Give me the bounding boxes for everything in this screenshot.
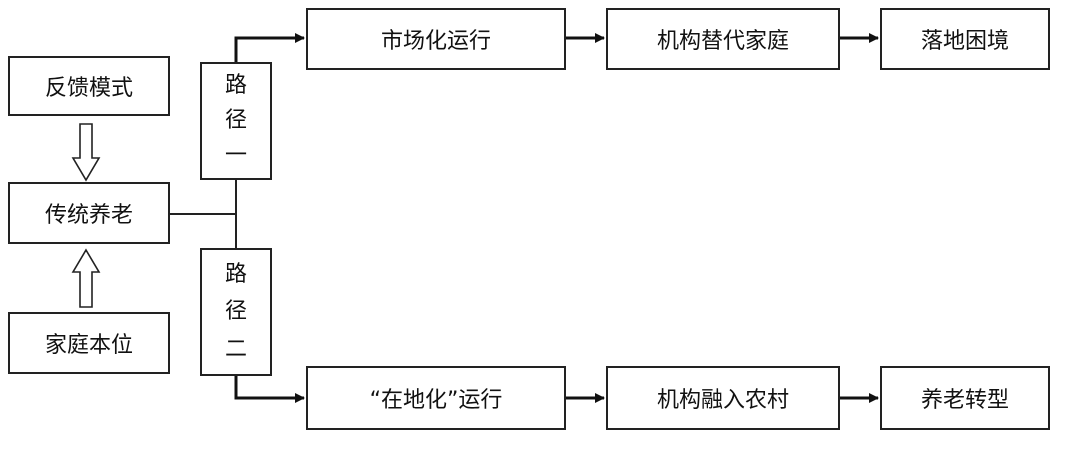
- path2-step-3-box: 养老转型: [880, 366, 1050, 430]
- path1-step-1-box: 市场化运行: [306, 8, 566, 70]
- path1-branch-arrow: [234, 33, 305, 62]
- family-based-box: 家庭本位: [8, 312, 170, 374]
- feedback-mode-box: 反馈模式: [8, 56, 170, 116]
- path1-label-box: 路 径 一: [200, 62, 272, 180]
- path2-char-3: 二: [224, 336, 247, 362]
- path1-step-3-box: 落地困境: [880, 8, 1050, 70]
- path2-char-2: 径: [224, 299, 247, 324]
- path1-char-2: 径: [224, 108, 247, 133]
- path1-char-1: 路: [224, 73, 247, 98]
- path2-label-box: 路 径 二: [200, 248, 272, 376]
- path1-step-2-box: 机构替代家庭: [606, 8, 840, 70]
- path2-char-1: 路: [224, 261, 247, 287]
- path1-char-3: 一: [224, 143, 247, 168]
- hollow-arrow-down: [71, 123, 101, 182]
- path2-step-1-box: “在地化”运行: [306, 366, 566, 430]
- traditional-care-box: 传统养老: [8, 182, 170, 244]
- path2-step-2-box: 机构融入农村: [606, 366, 840, 430]
- path2-branch-arrow: [234, 376, 305, 403]
- hollow-arrow-up: [71, 248, 101, 308]
